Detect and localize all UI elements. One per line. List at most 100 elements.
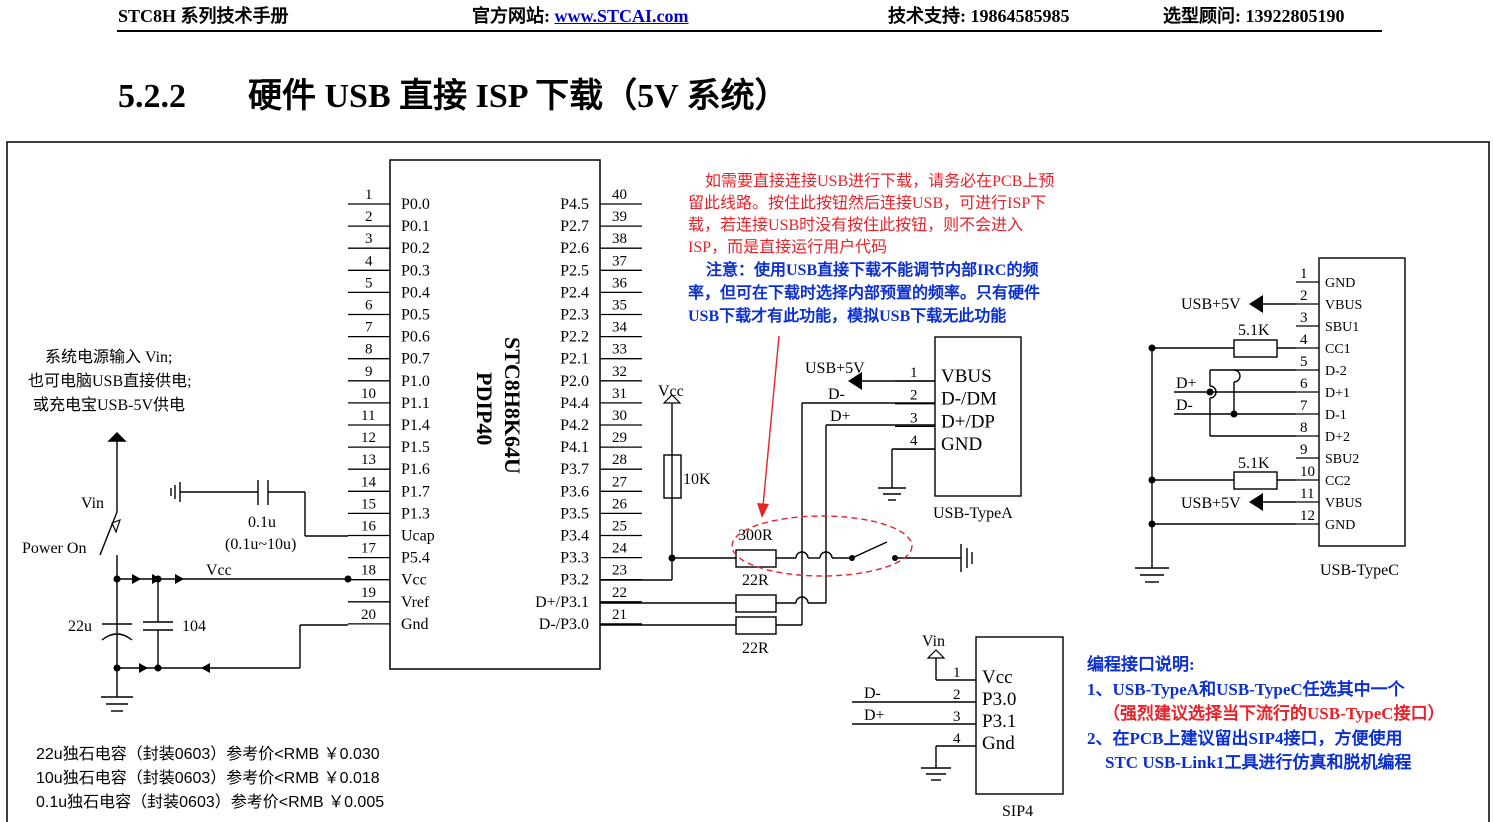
- button-highlight-ellipse: [731, 515, 913, 577]
- mcu-pin-name: Vref: [401, 594, 430, 611]
- mcu-pin-name: P3.5: [560, 505, 589, 522]
- usb-c-5v-label-1: USB+5V: [1181, 296, 1241, 313]
- usb-c-pin-number: 8: [1300, 420, 1308, 436]
- usb5v-arrow: [848, 372, 862, 390]
- mcu-pins: 1P0.02P0.13P0.24P0.35P0.46P0.57P0.68P0.7…: [348, 187, 642, 633]
- red-note-line-4: ISP，而是直接运行用户代码: [688, 238, 887, 256]
- r22-label-b: 22R: [742, 640, 769, 657]
- mcu-pin-number: 5: [365, 275, 373, 291]
- mcu-pin-number: 8: [365, 342, 373, 358]
- usb-a-pin-number: 4: [910, 433, 918, 449]
- blue-note-line-3: USB下载才有此功能，模拟USB下载无此功能: [688, 306, 1006, 325]
- mcu-pin-name: P0.6: [401, 329, 430, 346]
- sip4-pin-number: 3: [953, 709, 961, 725]
- mcu-pin-number: 4: [365, 253, 373, 269]
- mcu-pin-name: P3.3: [560, 550, 589, 567]
- junction-dot: [1148, 476, 1156, 484]
- mcu-pin-name: P1.6: [401, 461, 430, 478]
- usb-c-pin-number: 5: [1300, 354, 1308, 370]
- usb-a-body: [934, 336, 1022, 497]
- ucap-value: 0.1u: [248, 514, 276, 531]
- sip4-vin-label: Vin: [922, 633, 945, 650]
- mcu-pin-name: P2.7: [560, 218, 589, 235]
- usb-c-pin-number: 11: [1300, 486, 1314, 502]
- mcu-pin-name: P5.4: [401, 550, 430, 567]
- mcu-pin-number: 18: [361, 563, 376, 579]
- ucap-capacitor: [170, 480, 348, 537]
- mcu-pin-number: 31: [612, 386, 627, 402]
- power-on-label: Power On: [22, 540, 86, 557]
- header-advisor-phone: 选型顾问: 13922805190: [1163, 6, 1345, 26]
- junction-dot: [113, 664, 121, 672]
- sip4-vin-arrow: [926, 649, 946, 659]
- usb-c-pin-number: 1: [1300, 266, 1308, 282]
- r22-label-a: 22R: [742, 572, 769, 589]
- usb-a-dplus-label: D+: [830, 408, 851, 425]
- section-title: 硬件 USB 直接 ISP 下载（5V 系统）: [248, 78, 789, 115]
- usb-c-pin-number: 4: [1300, 332, 1308, 348]
- mcu-pin-name: P3.6: [560, 483, 589, 500]
- junction-dot: [154, 664, 162, 672]
- usb-c-dminus-label: D-: [1176, 397, 1193, 414]
- mcu-pin-name: Vcc: [401, 572, 427, 589]
- usb-c-pin-name: D+2: [1325, 430, 1350, 445]
- mcu-pin-name: P2.1: [560, 351, 589, 368]
- usb-a-pin-number: 2: [910, 388, 918, 404]
- mcu-pin-name: Ucap: [401, 528, 435, 545]
- gnd-arrow-2: [201, 663, 210, 673]
- sip4-pin-number: 4: [953, 731, 961, 747]
- usb-c-r51k-label-1: 5.1K: [1238, 322, 1270, 339]
- website-link[interactable]: www.STCAI.com: [554, 6, 689, 26]
- mcu-pin-name: Gnd: [401, 616, 429, 633]
- mcu-pin-number: 39: [612, 209, 627, 225]
- price-line-3: 0.1u独石电容（封装0603）参考价<RMB ￥0.005: [36, 793, 384, 811]
- usb-c-pin-name: VBUS: [1325, 496, 1362, 511]
- red-pointer-arrowhead: [757, 503, 769, 518]
- mcu-pin-number: 1: [365, 187, 373, 203]
- usb-c-body: [1318, 257, 1406, 547]
- red-note: 如需要直接连接USB进行下载，请务必在PCB上预 留此线路。按住此按钮然后连接U…: [688, 172, 1054, 256]
- cap-104-label: 104: [182, 618, 206, 635]
- junction-dot: [154, 575, 162, 583]
- junction-dot: [344, 575, 352, 583]
- mcu-pin-name: P1.4: [401, 417, 430, 434]
- mcu-pin-name: P4.4: [560, 395, 589, 412]
- mcu-pin-number: 16: [361, 519, 377, 535]
- mcu-pin-number: 17: [361, 541, 377, 557]
- usb-a-pin-name: D+/DP: [941, 411, 995, 432]
- junction-dot: [1206, 388, 1214, 396]
- power-note-line-2: 也可电脑USB直接供电;: [28, 372, 192, 390]
- mcu-pin-number: 14: [361, 474, 377, 490]
- usb-c-pin-name: GND: [1325, 518, 1355, 533]
- mcu-pin-number: 40: [612, 187, 627, 203]
- usb-c-pin-name: GND: [1325, 276, 1355, 291]
- blue-note-line-1: 注意：使用USB直接下载不能调节内部IRC的频: [706, 260, 1038, 279]
- mid-vcc-label: Vcc: [658, 383, 684, 400]
- mcu-pin-name: P0.3: [401, 262, 430, 279]
- mcu-pin-number: 33: [612, 342, 627, 358]
- switch-toggle-mark: [111, 518, 121, 534]
- mcu-name: STC8H8K64U: [500, 337, 525, 474]
- mcu-pin-number: 25: [612, 519, 627, 535]
- mcu-pin-number: 10: [361, 386, 376, 402]
- mcu-pin-name: P2.5: [560, 262, 589, 279]
- usb-c-pin-number: 12: [1300, 508, 1315, 524]
- usb-c-circuit: [1135, 303, 1296, 583]
- mcu-pin-name: D-/P3.0: [539, 616, 589, 633]
- sip4-pin-number: 1: [953, 665, 961, 681]
- mcu-pin-number: 6: [365, 298, 373, 314]
- prog-notes-line-2: 2、在PCB上建议留出SIP4接口，方便使用: [1087, 728, 1402, 748]
- sip4-pin-name: Vcc: [982, 667, 1013, 688]
- usb-a-5v-label: USB+5V: [805, 360, 865, 377]
- mcu-pin-number: 11: [361, 408, 375, 424]
- mcu-pin-name: P2.2: [560, 329, 589, 346]
- usb-c-pins: 1GND2VBUS3SBU14CC15D-26D+17D-18D+29SBU21…: [1296, 266, 1362, 533]
- header-manual-title: STC8H 系列技术手册: [118, 6, 289, 26]
- mcu-pin-number: 35: [612, 298, 627, 314]
- programming-notes: 编程接口说明: 1、USB-TypeA和USB-TypeC任选其中一个 （强烈建…: [1087, 654, 1445, 772]
- usb-download-circuit: [600, 380, 973, 635]
- red-note-line-3: 载，若连接USB时没有按住此按钮，则不会进入: [688, 216, 1023, 234]
- prog-notes-title: 编程接口说明:: [1087, 654, 1195, 674]
